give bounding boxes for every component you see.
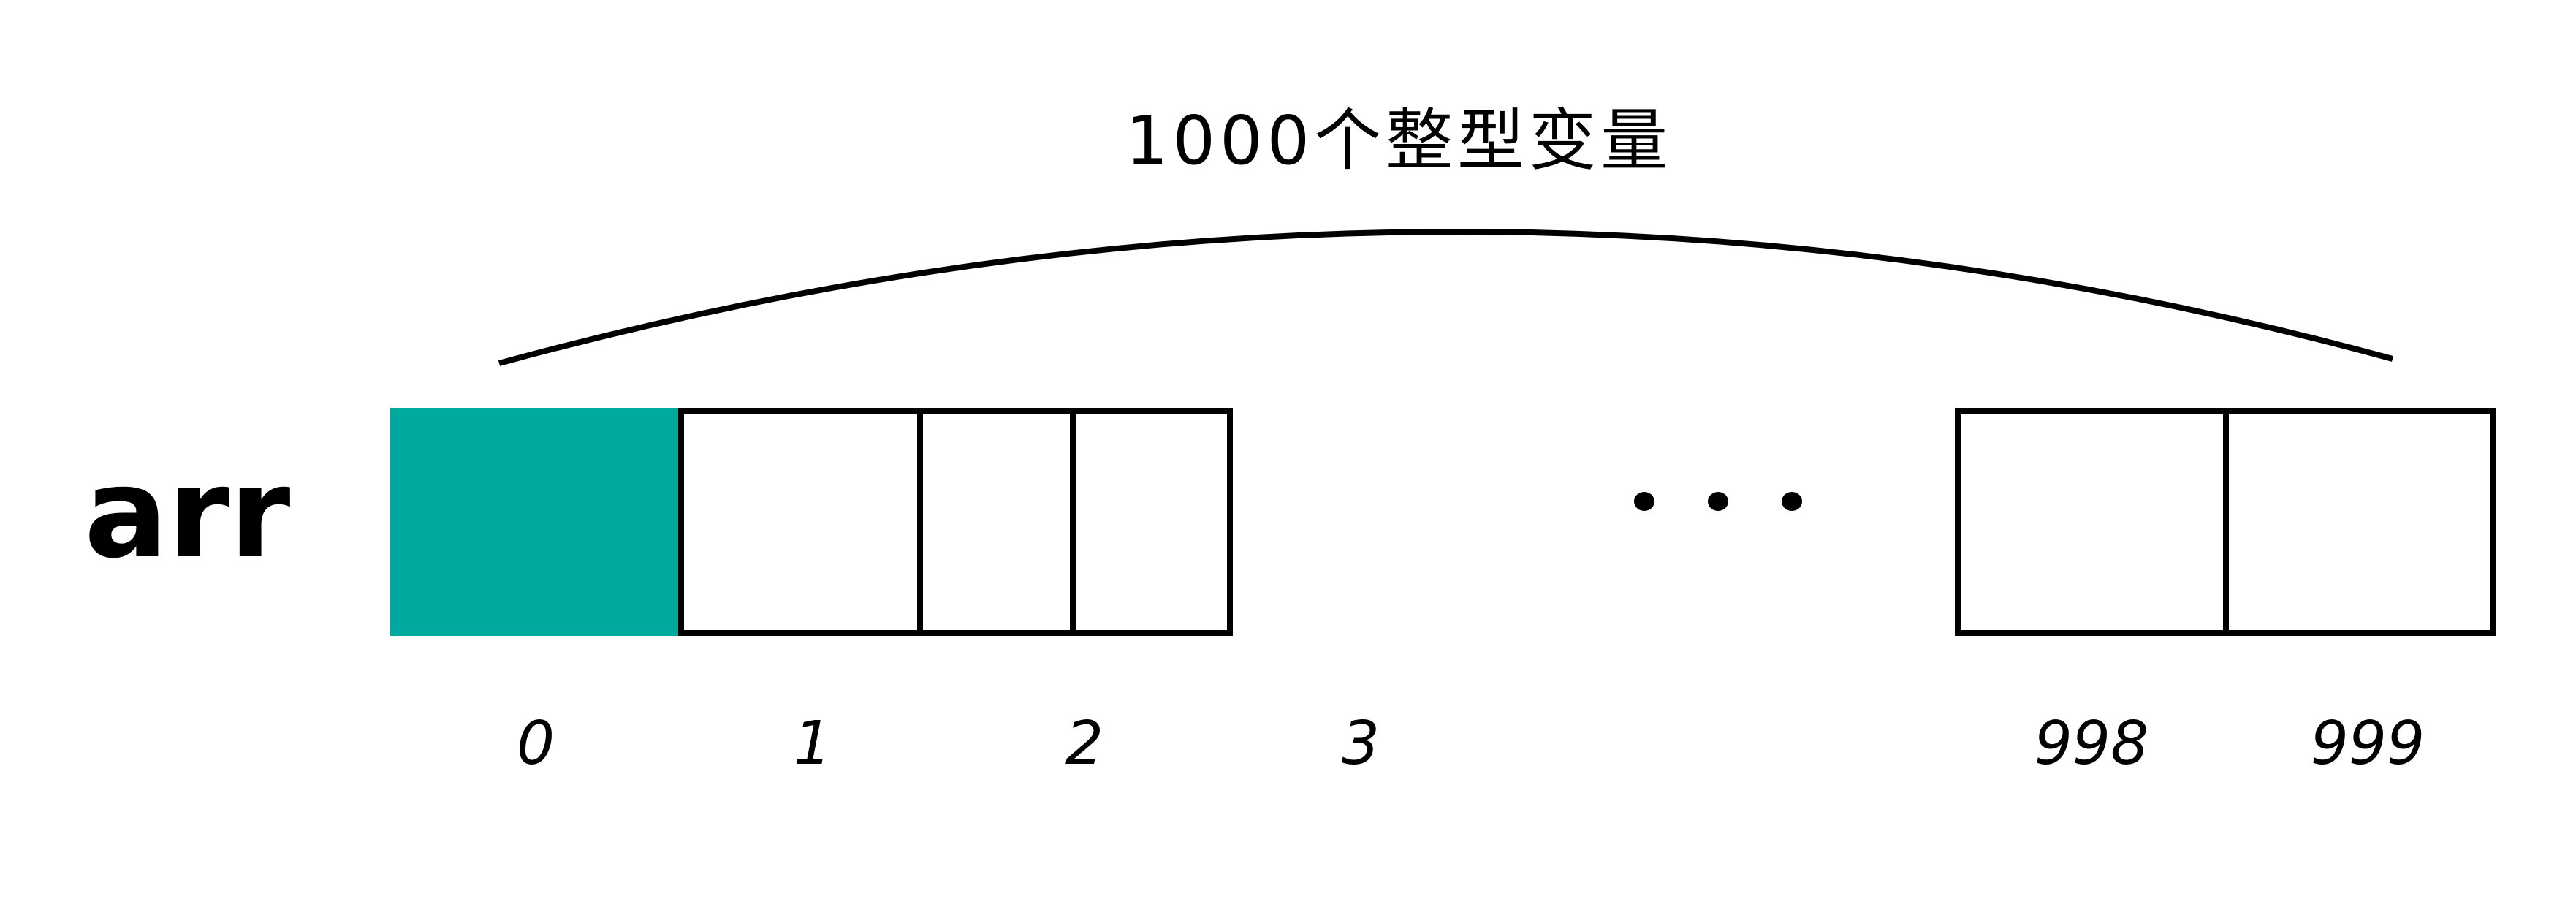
ellipsis-dot — [1782, 492, 1802, 511]
index-label-1: 1 — [793, 709, 832, 778]
index-label-999: 999 — [2310, 709, 2425, 778]
array-cell-0 — [390, 408, 681, 636]
ellipsis-dot — [1708, 492, 1728, 511]
array-cell-1 — [678, 408, 923, 636]
array-cell-999 — [2223, 408, 2496, 636]
array-size-label: 1000个整型变量 — [1125, 102, 1673, 180]
array-cell-3-body — [1070, 408, 1233, 636]
array-cell-998 — [1955, 408, 2229, 636]
ellipsis-dot — [1634, 492, 1654, 511]
index-label-998: 998 — [2034, 709, 2149, 778]
index-label-0: 0 — [516, 709, 555, 778]
array-variable-name: arr — [84, 441, 291, 586]
index-label-2: 2 — [1065, 709, 1104, 778]
index-label-3: 3 — [1341, 709, 1380, 778]
